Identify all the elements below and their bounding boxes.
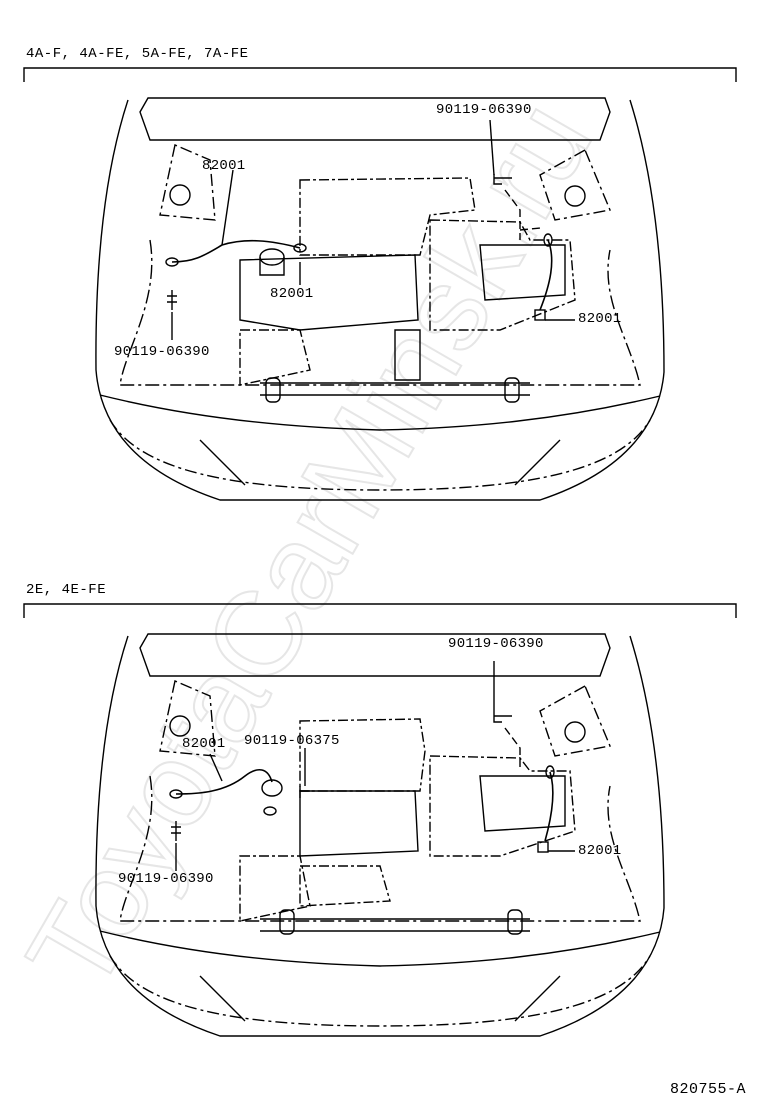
section-title-bottom: 2E, 4E-FE [26, 582, 107, 598]
section-title-top: 4A-F, 4A-FE, 5A-FE, 7A-FE [26, 46, 249, 62]
callout-wire-center-top: 82001 [270, 286, 314, 302]
ground-wire-right-bottom [544, 771, 554, 842]
section-bracket-bottom [23, 603, 737, 618]
engine-block-bottom [299, 790, 419, 857]
callout-bolt-center-bottom: 90119-06375 [244, 733, 340, 749]
callout-bolt-right-bottom: 90119-06390 [448, 636, 544, 652]
callout-wire-right-bottom: 82001 [578, 843, 622, 859]
callout-wire-left-top: 82001 [202, 158, 246, 174]
front-bumper-top [95, 369, 665, 501]
diagram-reference-number: 820755-A [669, 1081, 746, 1098]
callout-bolt-right-top: 90119-06390 [436, 102, 532, 118]
callout-wire-right-top: 82001 [578, 311, 622, 327]
engine-bay-drawing-top [23, 67, 737, 501]
callout-wire-left-bottom: 82001 [182, 736, 226, 752]
section-bracket-top [23, 67, 737, 82]
ground-wire-left-bottom [175, 769, 273, 795]
engine-bay-drawing-bottom [23, 603, 737, 1037]
ground-wire-right-top [539, 239, 553, 311]
engine-block-top [239, 254, 419, 331]
callout-bolt-left-top: 90119-06390 [114, 344, 210, 360]
hood-outline [139, 97, 611, 141]
callout-bolt-left-bottom: 90119-06390 [118, 871, 214, 887]
